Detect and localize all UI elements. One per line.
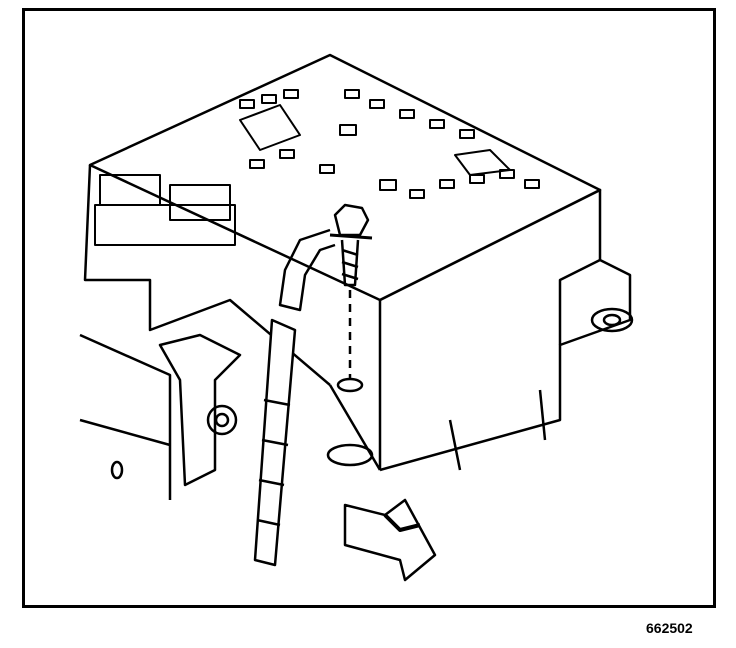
ground-cable [253, 228, 336, 567]
illustration-frame [22, 8, 716, 608]
direction-arrow [343, 498, 437, 582]
fuse-slots [94, 89, 540, 246]
fuse-block-housing [79, 53, 634, 500]
arrow-shading [383, 513, 421, 532]
mounting-bracket [110, 333, 242, 487]
figure-number: 662502 [646, 620, 693, 636]
bolt [326, 203, 374, 467]
